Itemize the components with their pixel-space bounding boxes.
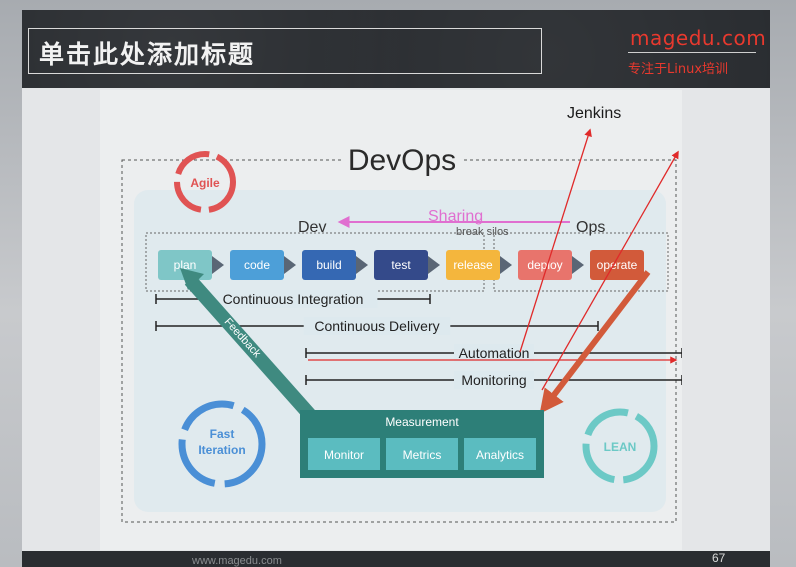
svg-text:Analytics: Analytics	[476, 448, 524, 462]
stage-plan: plan	[158, 250, 224, 280]
stage-label-code: code	[244, 258, 270, 272]
slide-title: 单击此处添加标题	[39, 40, 256, 69]
agile-label: Agile	[190, 176, 220, 190]
slide-screen: 单击此处添加标题 magedu.com 专注于Linux培训	[22, 10, 770, 567]
footer-url: www.magedu.com	[192, 555, 282, 567]
stage-test: test	[374, 250, 440, 280]
stage-label-test: test	[391, 258, 411, 272]
fast-iteration-label-1: Fast	[210, 427, 235, 441]
span-label-automation: Automation	[459, 345, 530, 361]
operate-to-measurement-arrow	[539, 270, 651, 414]
agile-cycle: Agile	[174, 151, 236, 213]
svg-text:Monitor: Monitor	[324, 448, 364, 462]
measurement-title: Measurement	[385, 415, 459, 429]
stage-operate: operate	[590, 250, 644, 280]
measurement-item-analytics: Analytics	[464, 438, 536, 470]
span-label-monitoring: Monitoring	[461, 372, 526, 388]
lean-cycle: LEAN	[582, 408, 658, 484]
stage-label-build: build	[316, 258, 341, 272]
stage-code: code	[230, 250, 296, 280]
fast-iteration-label-2: Iteration	[198, 443, 245, 457]
slide-footer: www.magedu.com 67	[22, 551, 770, 567]
span-label-ci: Continuous Integration	[223, 291, 364, 307]
measurement-items: Monitor Metrics Analytics	[308, 438, 536, 470]
jenkins-arrow-1	[519, 128, 592, 353]
page-number: 67	[712, 551, 726, 565]
jenkins-annotation: Jenkins	[567, 105, 621, 122]
devops-diagram: DevOps Jenkins Agile Dev Ops Sharing bre…	[100, 90, 716, 550]
jenkins-arrow-2	[541, 150, 679, 391]
svg-text:Metrics: Metrics	[403, 448, 442, 462]
title-placeholder[interactable]: 单击此处添加标题	[28, 28, 542, 74]
sharing-label: Sharing	[428, 208, 483, 225]
stage-label-release: release	[453, 258, 493, 272]
break-silos-label: break silos	[456, 226, 509, 238]
fast-iteration-cycle: Fast Iteration	[178, 400, 266, 488]
stage-deploy: deploy	[518, 250, 584, 280]
span-label-cd: Continuous Delivery	[314, 318, 439, 334]
stage-label-plan: plan	[174, 258, 197, 272]
measurement-item-metrics: Metrics	[386, 438, 458, 470]
stage-label-deploy: deploy	[527, 258, 562, 272]
slide-header: 单击此处添加标题 magedu.com 专注于Linux培训	[22, 10, 770, 88]
pipeline: plan code build test release deploy operate	[158, 250, 644, 280]
span-automation: Automation	[305, 344, 683, 362]
brand-logo: magedu.com	[630, 26, 767, 50]
lean-label: LEAN	[604, 440, 637, 454]
span-cd: Continuous Delivery	[155, 317, 599, 335]
devops-heading: DevOps	[348, 144, 456, 177]
measurement-box: Measurement Monitor Metrics Analytics	[300, 410, 544, 478]
dev-label: Dev	[298, 219, 326, 236]
stage-label-operate: operate	[597, 258, 638, 272]
devops-diagram-svg: DevOps Jenkins Agile Dev Ops Sharing bre…	[121, 105, 716, 523]
ops-label: Ops	[576, 219, 605, 236]
stage-release: release	[446, 250, 512, 280]
brand-tagline: 专注于Linux培训	[628, 62, 729, 77]
brand-divider	[628, 52, 756, 53]
measurement-item-monitor: Monitor	[308, 438, 380, 470]
stage-build: build	[302, 250, 368, 280]
span-monitoring: Monitoring	[305, 371, 683, 389]
